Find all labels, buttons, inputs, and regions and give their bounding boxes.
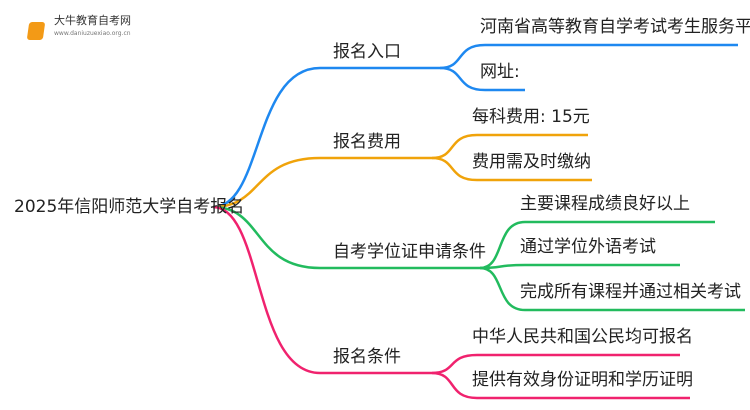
branch-connector	[212, 205, 480, 270]
leaf-connector	[431, 133, 588, 160]
leaf-connector	[431, 371, 690, 400]
logo-url: www.daniuzuexiao.org.cn	[54, 30, 131, 37]
branch-node: 报名入口	[333, 42, 401, 62]
branch-node: 报名费用	[333, 132, 401, 152]
branch-connector	[212, 156, 432, 209]
leaf-node: 主要课程成绩良好以上	[520, 194, 690, 214]
root-node: 2025年信阳师范大学自考报名	[14, 197, 245, 217]
branch-connector	[212, 205, 432, 375]
branch-node: 自考学位证申请条件	[333, 242, 486, 262]
leaf-node: 提供有效身份证明和学历证明	[472, 370, 693, 390]
leaf-node: 通过学位外语考试	[520, 237, 656, 257]
logo: 大牛教育自考网 www.daniuzuexiao.org.cn	[20, 10, 170, 46]
leaf-connector	[439, 66, 525, 92]
leaf-connector	[439, 43, 738, 70]
leaf-node: 网址:	[480, 62, 520, 82]
branch-connector	[212, 66, 440, 209]
leaf-connector	[479, 220, 715, 270]
leaf-connector	[479, 266, 745, 312]
leaf-node: 河南省高等教育自学考试考生服务平台	[480, 17, 750, 37]
leaf-node: 每科费用: 15元	[472, 107, 590, 127]
leaf-connector	[479, 263, 680, 270]
leaf-node: 中华人民共和国公民均可报名	[472, 327, 693, 347]
logo-name: 大牛教育自考网	[54, 14, 131, 27]
leaf-node: 完成所有课程并通过相关考试	[520, 282, 741, 302]
leaf-connector	[431, 156, 592, 182]
leaf-node: 费用需及时缴纳	[472, 152, 591, 172]
branch-node: 报名条件	[333, 347, 401, 367]
leaf-connector	[431, 353, 680, 375]
